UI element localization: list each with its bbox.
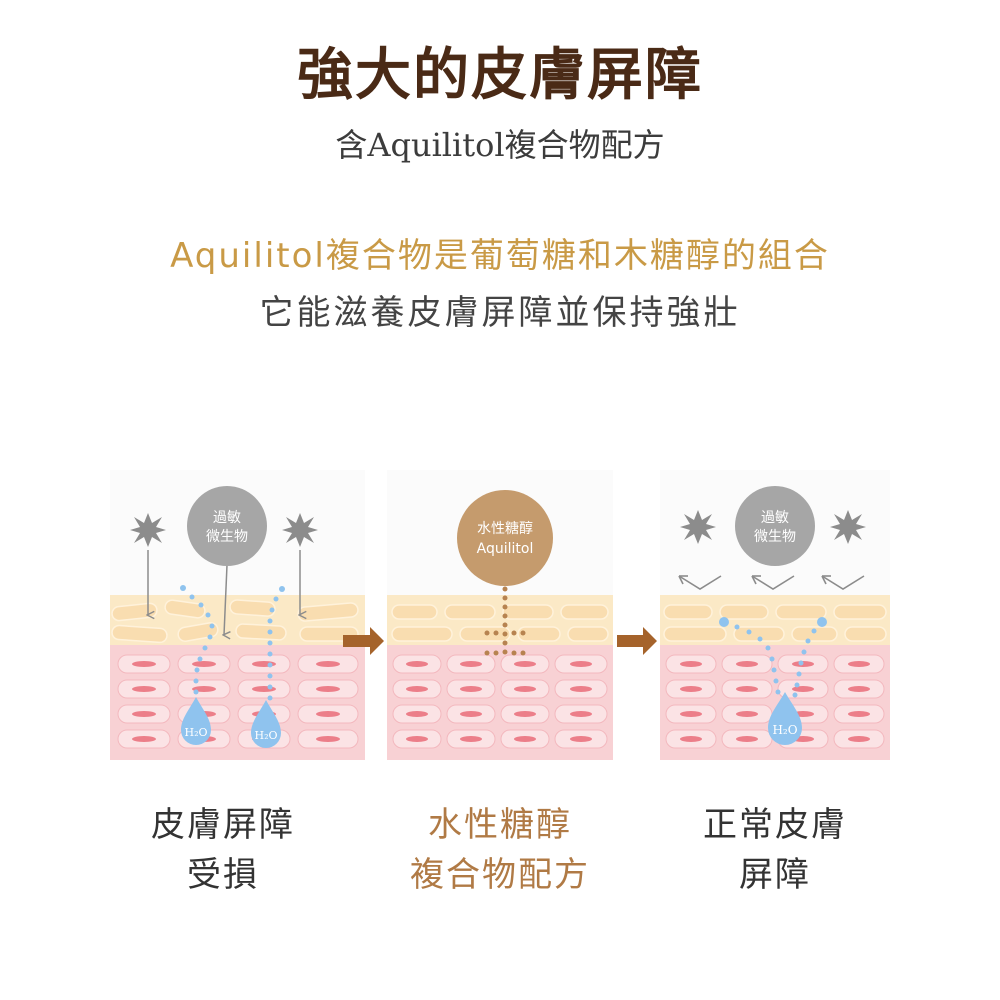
allergen-star-icon	[130, 513, 318, 547]
panel-aquilitol-repair: 水性糖醇 Aquilitol	[387, 470, 613, 760]
panel-healthy-barrier: 過敏 微生物 H₂O	[660, 470, 890, 760]
caption-line: 皮膚屏障	[151, 805, 295, 845]
water-drop-icon	[181, 697, 281, 748]
allergen-badge-line-1: 過敏	[761, 510, 789, 526]
corneocytes-intact	[391, 604, 609, 642]
caption-damaged-barrier: 皮膚屏障 受損	[103, 800, 343, 900]
caption-aquilitol: 水性糖醇 複合物配方	[380, 800, 620, 900]
intro-line-1: Aquilitol複合物是葡萄糖和木糖醇的組合	[170, 236, 830, 276]
water-drop-label: H₂O	[184, 726, 207, 739]
aquilitol-badge-line-1: 水性糖醇	[477, 520, 533, 537]
water-drop-label: H₂O	[254, 729, 277, 742]
intro-line-2: 它能滋養皮膚屏障並保持強壯	[259, 293, 741, 333]
flow-arrow-icon	[343, 627, 384, 655]
allergen-badge-line-2: 微生物	[754, 529, 796, 545]
panel-damaged-barrier: 過敏 微生物 H₂O H₂O	[110, 470, 365, 760]
page-subtitle: 含Aquilitol複合物配方	[335, 126, 665, 164]
flow-arrow-icon	[617, 627, 657, 655]
intrusion-arrows	[148, 550, 300, 635]
water-drop-label: H₂O	[772, 723, 797, 737]
deflect-arrows	[678, 575, 865, 590]
allergen-star-icon	[680, 510, 866, 544]
skin-barrier-diagram: 過敏 微生物 H₂O H₂O	[110, 470, 890, 760]
aquilitol-badge-line-2: Aquilitol	[477, 541, 534, 557]
water-drop-icon	[768, 692, 802, 745]
water-loss-dots	[180, 585, 285, 701]
allergen-badge-line-1: 過敏	[213, 510, 241, 526]
caption-healthy-barrier: 正常皮膚 屏障	[655, 800, 895, 900]
corneocytes-intact	[663, 604, 887, 642]
aquilitol-dots	[484, 577, 526, 656]
allergen-badge-line-2: 微生物	[206, 529, 248, 545]
caption-line: 正常皮膚	[703, 805, 847, 845]
allergen-badge	[187, 486, 267, 566]
caption-line: 水性糖醇	[428, 805, 572, 845]
aquilitol-badge	[457, 490, 553, 586]
water-retention-dots	[719, 617, 827, 698]
caption-line: 複合物配方	[410, 855, 590, 895]
caption-line: 屏障	[739, 855, 811, 895]
corneocytes-broken	[111, 599, 359, 644]
page-title: 強大的皮膚屏障	[297, 42, 703, 108]
caption-line: 受損	[187, 855, 259, 895]
allergen-badge	[735, 486, 815, 566]
